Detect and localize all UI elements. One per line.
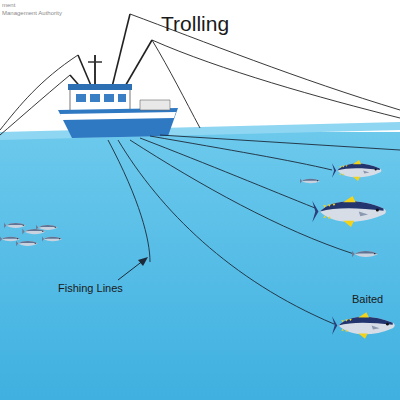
watermark: ment [2, 2, 15, 8]
watermark: Management Authority [2, 10, 62, 16]
fishing-lines-label: Fishing Lines [58, 282, 123, 294]
diagram-title: Trolling [161, 12, 229, 36]
baited-label: Baited [352, 293, 383, 305]
boat [58, 55, 178, 138]
